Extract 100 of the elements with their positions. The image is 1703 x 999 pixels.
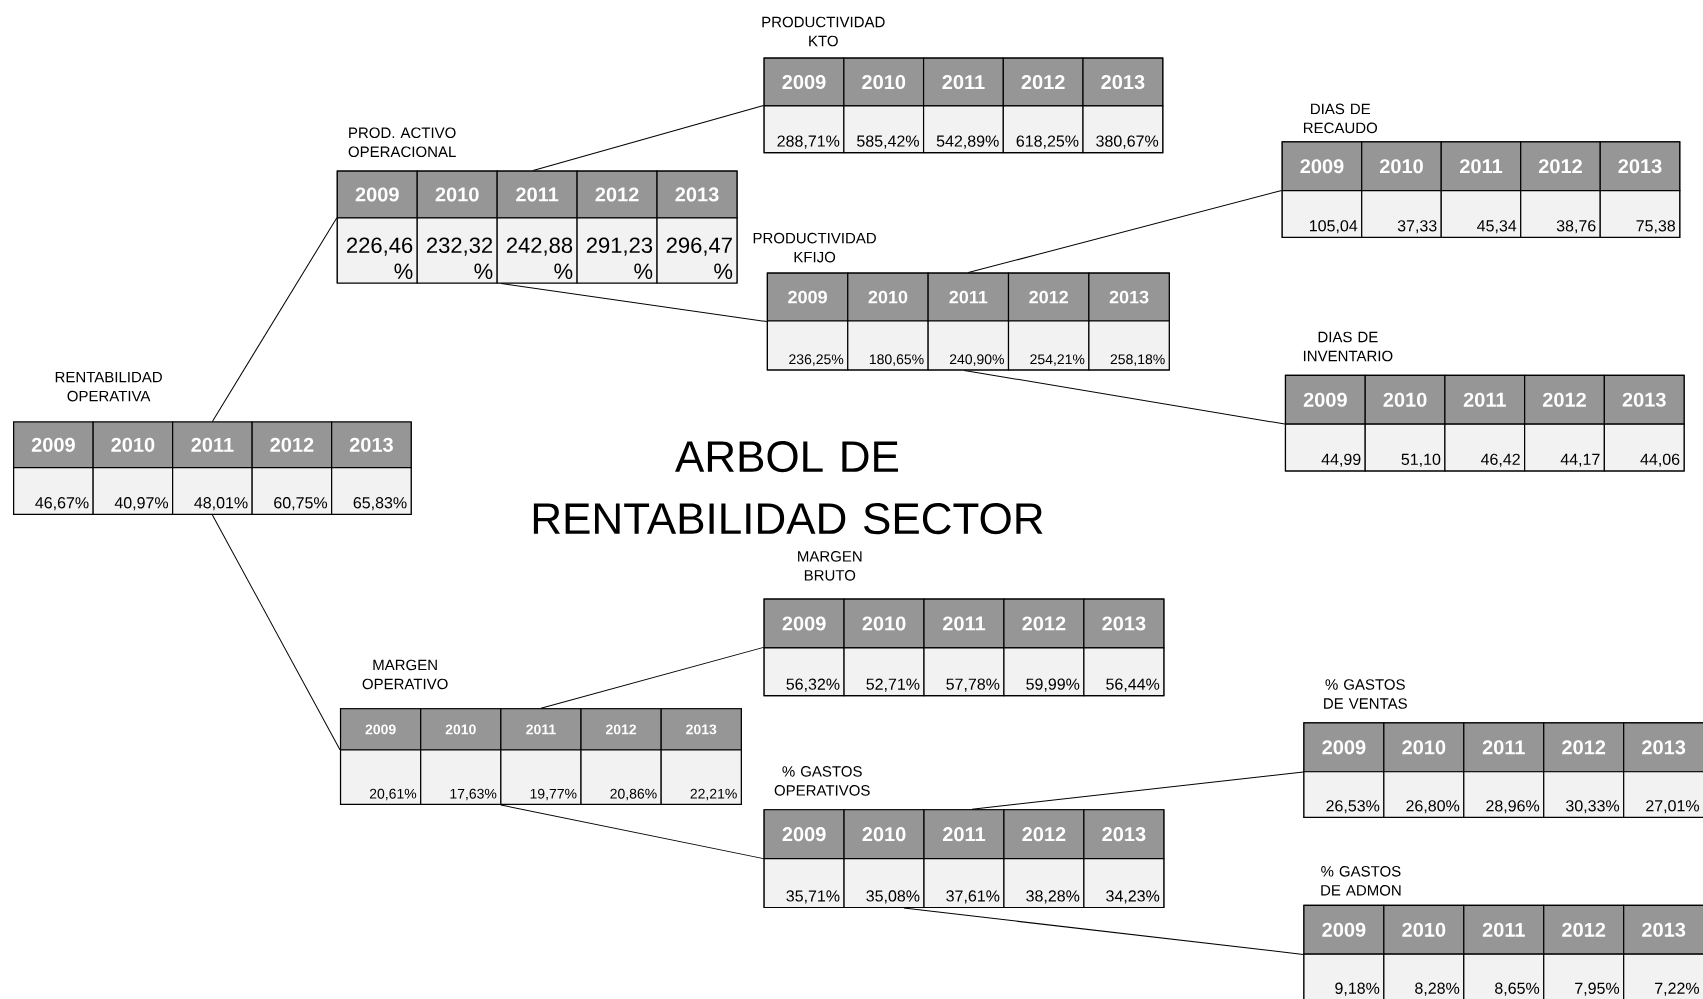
table-cell: 7,95% — [1543, 953, 1625, 999]
table-cell: 9,18% — [1303, 953, 1385, 999]
header-cell: 2013 — [331, 421, 412, 469]
header-cell: 2012 — [1520, 141, 1601, 192]
header-cell: 2010 — [847, 272, 929, 322]
table-cell: 40,97% — [92, 466, 174, 515]
table-cell: 236,25% — [766, 320, 849, 371]
table-cell: 26,80% — [1383, 771, 1465, 818]
header-cell: 2010 — [843, 598, 925, 649]
header-cell: 2013 — [1088, 272, 1170, 322]
table-cell: 38,28% — [1003, 857, 1085, 908]
table-cell: 44,06 — [1603, 423, 1685, 472]
table-cell: 37,33 — [1361, 190, 1442, 238]
header-cell: 2012 — [1002, 57, 1084, 107]
header-cell: 2011 — [923, 809, 1005, 860]
table-cell: 542,89% — [922, 105, 1004, 154]
header-cell: 2009 — [763, 809, 845, 860]
header-cell: 2009 — [1281, 141, 1363, 192]
table-cell: 45,34 — [1440, 190, 1522, 238]
table-cell: 56,44% — [1083, 647, 1165, 697]
table-cell: 65,83% — [331, 466, 412, 515]
table-cell: 380,67% — [1082, 105, 1164, 154]
table-heading: DIAS DE INVENTARIO — [1303, 331, 1393, 362]
table-cell: 52,71% — [843, 647, 925, 697]
header-cell: 2011 — [1463, 904, 1545, 955]
connector-line — [967, 189, 1283, 273]
table-cell: 585,42% — [843, 105, 925, 154]
table-cell: 20,61% — [339, 749, 422, 805]
header-cell: 2011 — [1463, 722, 1545, 773]
header-cell: 2012 — [1543, 904, 1625, 955]
table-cell: 27,01% — [1623, 771, 1703, 818]
header-cell: 2011 — [496, 170, 578, 219]
table-cell: 30,33% — [1543, 771, 1625, 818]
header-cell: 2009 — [763, 598, 845, 649]
table-cell: 34,23% — [1083, 857, 1165, 908]
table-cell: 8,65% — [1463, 953, 1545, 999]
header-cell: 2011 — [922, 57, 1004, 107]
header-cell: 2012 — [1524, 374, 1605, 425]
header-cell: 2013 — [1083, 598, 1165, 649]
header-cell: 2009 — [339, 708, 422, 751]
connector-line — [903, 907, 1304, 955]
header-cell: 2010 — [843, 809, 925, 860]
header-cell: 2012 — [1543, 722, 1625, 773]
table-cell: 59,99% — [1003, 647, 1085, 697]
table-heading: PRODUCTIVIDAD KFIJO — [753, 232, 876, 263]
header-cell: 2013 — [656, 170, 738, 219]
header-cell: 2012 — [1003, 809, 1085, 860]
table-cell: 258,18% — [1088, 320, 1170, 371]
header-cell: 2013 — [660, 708, 742, 751]
header-cell: 2010 — [843, 57, 925, 107]
header-cell: 2012 — [580, 708, 662, 751]
header-cell: 2010 — [1361, 141, 1442, 192]
table-cell: 35,08% — [843, 857, 925, 908]
table-cell: 56,32% — [763, 647, 845, 697]
header-cell: 2013 — [1623, 722, 1703, 773]
header-cell: 2011 — [1444, 374, 1526, 425]
header-cell: 2011 — [927, 272, 1010, 322]
header-cell: 2009 — [1284, 374, 1366, 425]
table-cell: 242,88 % — [496, 217, 578, 284]
header-cell: 2012 — [1007, 272, 1090, 322]
table-cell: 7,22% — [1623, 953, 1703, 999]
header-cell: 2013 — [1083, 809, 1165, 860]
header-cell: 2012 — [1003, 598, 1085, 649]
table-cell: 46,42 — [1444, 423, 1526, 472]
table-cell: 240,90% — [927, 320, 1010, 371]
table-cell: 288,71% — [763, 105, 845, 154]
header-cell: 2010 — [416, 170, 498, 219]
table-cell: 17,63% — [420, 749, 502, 805]
table-heading: % GASTOS OPERATIVOS — [774, 766, 870, 796]
connector-line — [963, 369, 1286, 425]
table-heading: MARGEN BRUTO — [798, 550, 862, 581]
table-cell: 44,99 — [1284, 423, 1366, 472]
table-cell: 291,23 % — [576, 217, 658, 284]
table-cell: 37,61% — [923, 857, 1005, 908]
table-heading: RENTABILIDAD OPERATIVA — [55, 371, 162, 402]
table-cell: 180,65% — [847, 320, 929, 371]
table-cell: 60,75% — [251, 466, 333, 515]
table-cell: 19,77% — [500, 749, 582, 805]
connector-line — [211, 217, 338, 422]
connector-line — [532, 104, 765, 171]
table-cell: 26,53% — [1303, 771, 1385, 818]
table-cell: 57,78% — [923, 647, 1005, 697]
table-cell: 44,17 — [1524, 423, 1605, 472]
header-cell: 2011 — [172, 421, 253, 469]
header-cell: 2009 — [336, 170, 418, 219]
table-cell: 232,32 % — [416, 217, 498, 284]
header-cell: 2013 — [1623, 904, 1703, 955]
connector-line — [500, 283, 768, 322]
header-cell: 2009 — [1303, 904, 1385, 955]
header-cell: 2009 — [766, 272, 849, 322]
connector-line — [500, 804, 765, 860]
connector-line — [540, 646, 765, 709]
table-heading: % GASTOS DE ADMON — [1321, 865, 1401, 896]
header-cell: 2013 — [1082, 57, 1164, 107]
table-cell: 226,46 % — [336, 217, 418, 284]
table-cell: 22,21% — [660, 749, 742, 805]
header-cell: 2009 — [13, 421, 94, 469]
connector-line — [211, 514, 341, 751]
header-cell: 2010 — [92, 421, 174, 469]
table-cell: 20,86% — [580, 749, 662, 805]
